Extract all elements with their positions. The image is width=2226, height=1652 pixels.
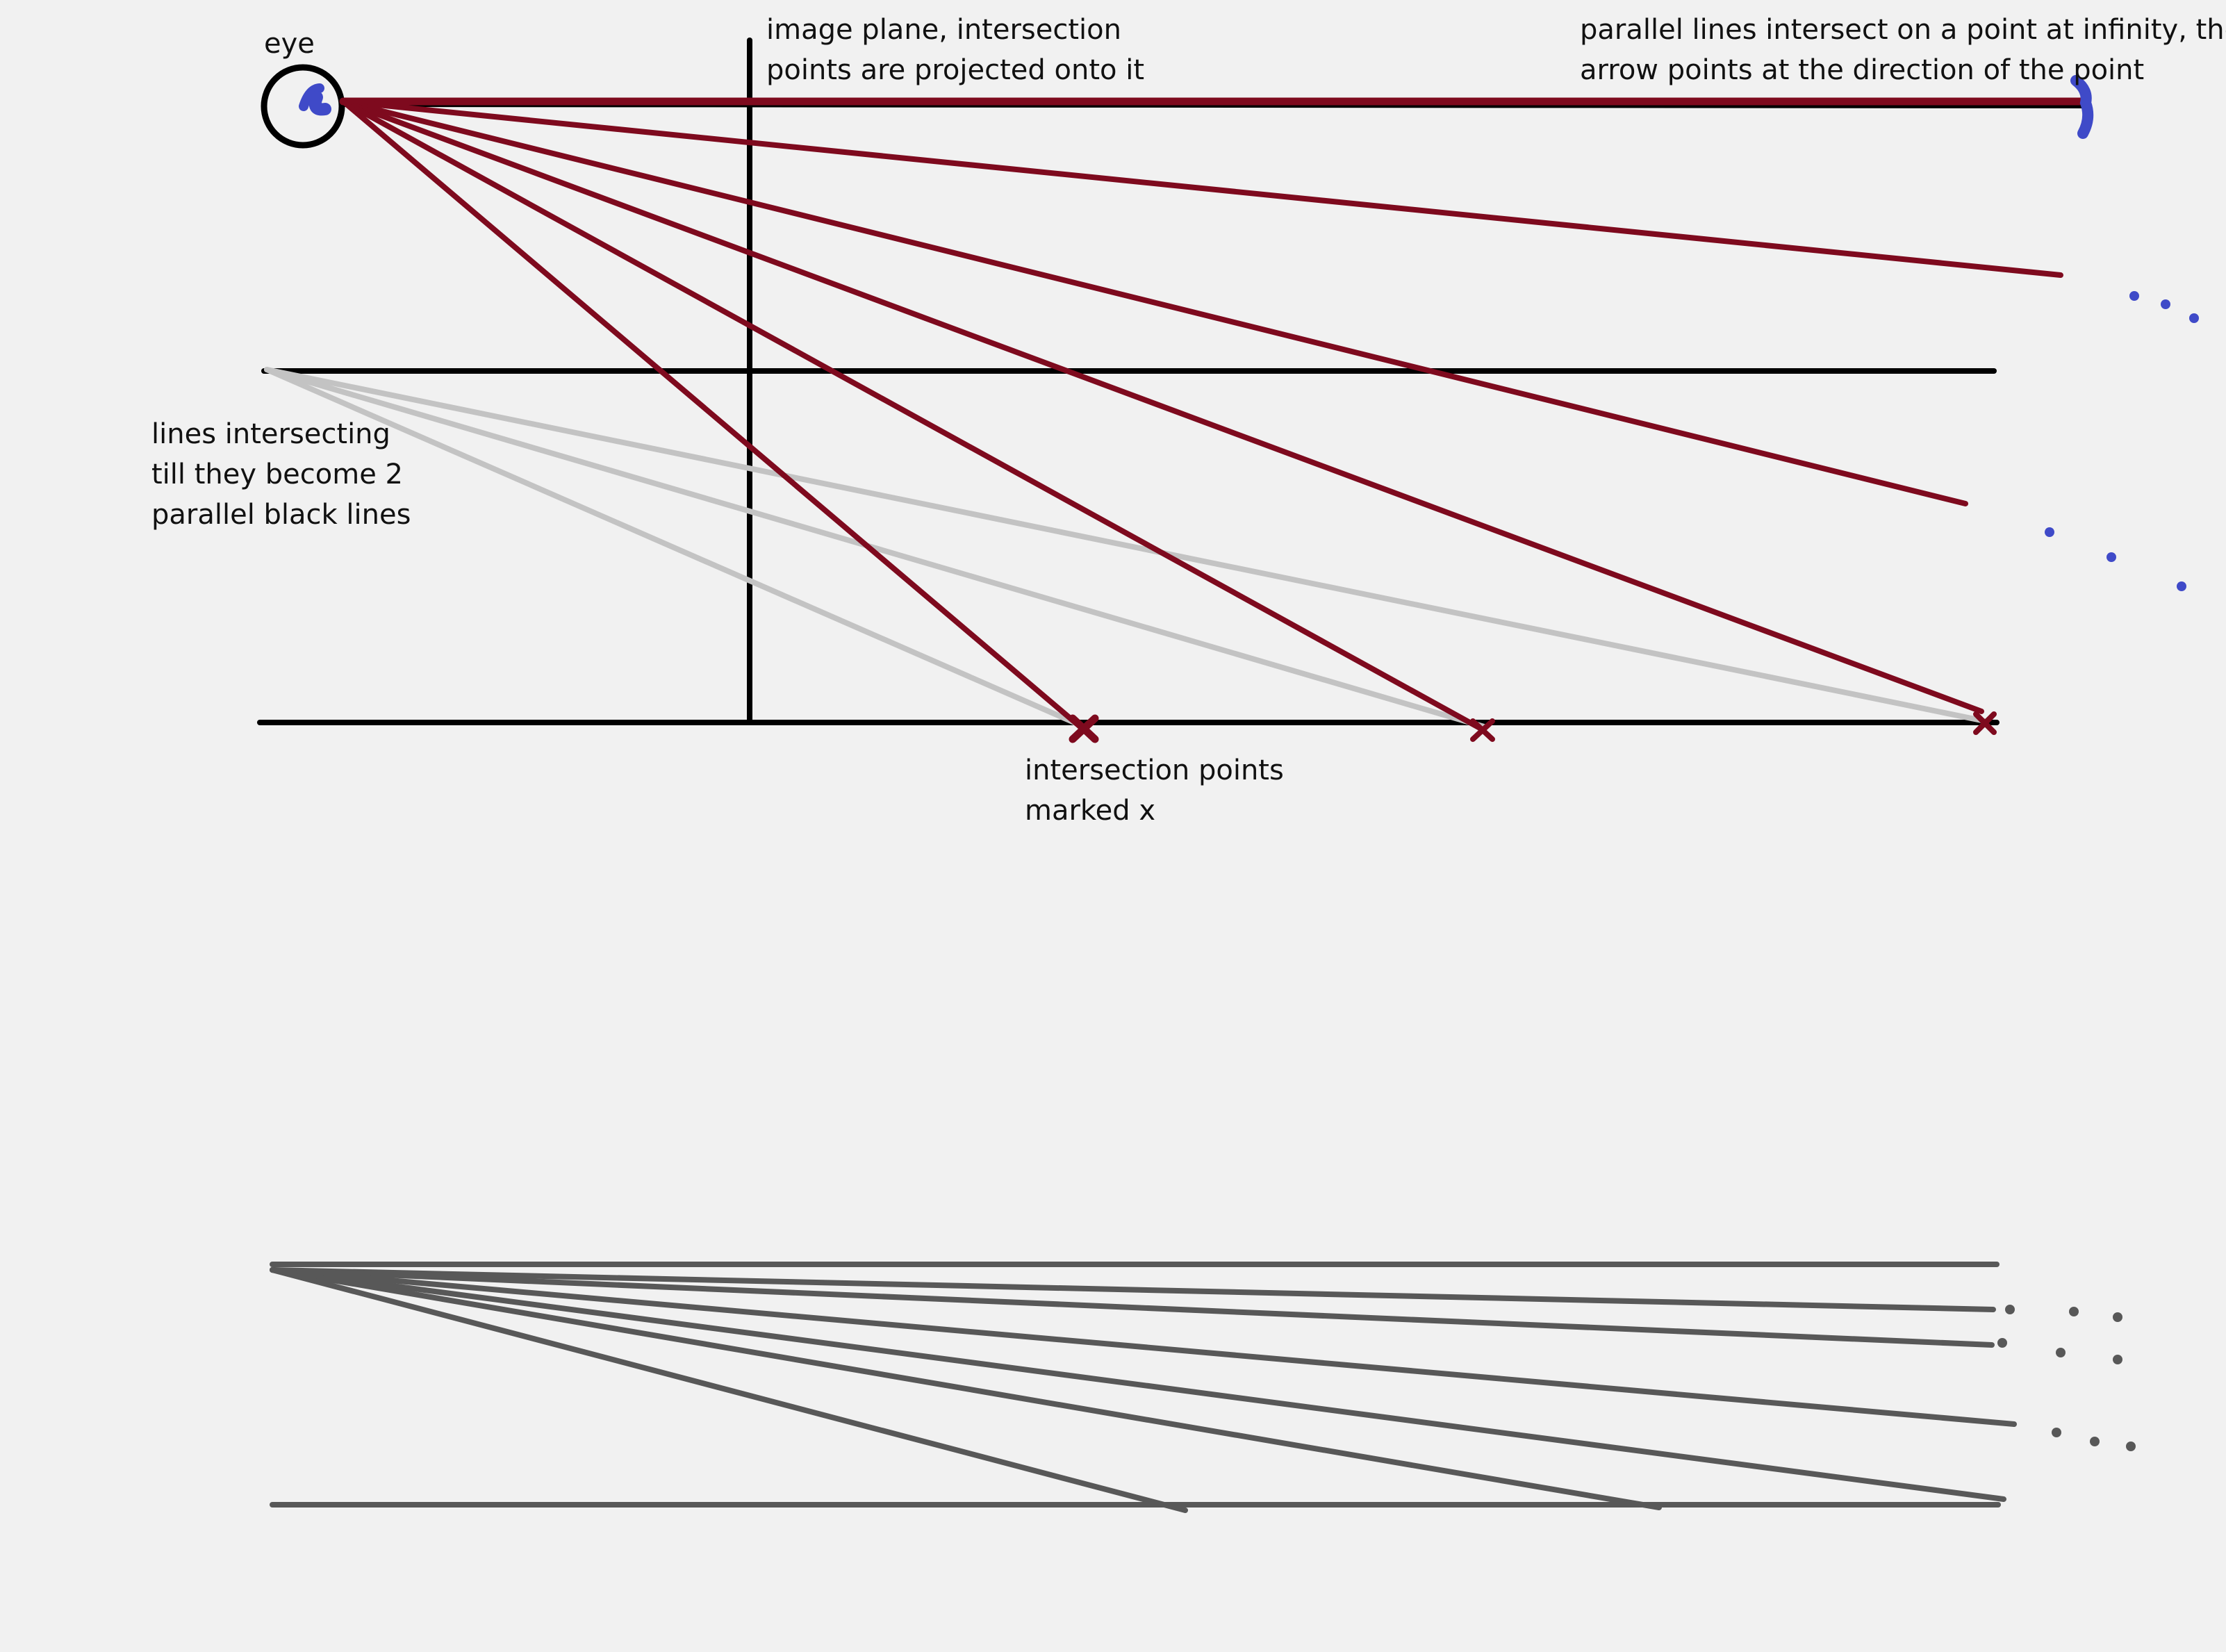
ellipsis-dots-icon — [1997, 1338, 2122, 1364]
construction-line — [264, 367, 1988, 724]
intersection-marks — [1069, 711, 1997, 743]
fan-line — [270, 1267, 1662, 1510]
construction-lines — [264, 367, 1988, 729]
x-mark-icon — [1069, 714, 1099, 743]
fan-line — [270, 1267, 2006, 1502]
fan-line — [270, 1267, 2017, 1427]
ellipsis-dots-icon — [2045, 527, 2186, 591]
sight-rays — [339, 97, 2088, 731]
fan-line — [270, 1267, 1995, 1348]
ellipsis-dots-icon — [2005, 1305, 2122, 1322]
sight-ray — [340, 99, 2063, 278]
sight-ray — [340, 99, 1984, 714]
infinity-label: parallel lines intersect on a point at i… — [1580, 14, 2226, 86]
intersection-points-label: intersection points marked x — [1025, 754, 1284, 827]
ellipsis-dots-icon — [2052, 1428, 2136, 1451]
structure-lines — [257, 38, 2088, 725]
eye-label: eye — [264, 28, 315, 60]
x-mark-icon — [1470, 718, 1495, 742]
arrow-head-icon — [2070, 75, 2094, 139]
ellipsis-dots-icon — [2129, 291, 2199, 323]
image-plane-label: image plane, intersection points are pro… — [766, 14, 1145, 86]
eye-circle-icon — [261, 64, 345, 149]
lower-fan — [270, 1262, 2017, 1513]
construction-line — [264, 367, 1487, 729]
sight-ray — [340, 99, 1085, 731]
x-mark-icon — [1973, 711, 1997, 735]
fan-line — [270, 1267, 1188, 1513]
fan-line — [270, 1267, 1996, 1312]
construction-line — [264, 367, 1082, 727]
sight-ray — [340, 99, 1483, 731]
sight-ray — [340, 99, 1968, 506]
converging-lines-label: lines intersecting till they become 2 pa… — [151, 418, 411, 531]
eye-pupil-icon — [299, 83, 331, 116]
